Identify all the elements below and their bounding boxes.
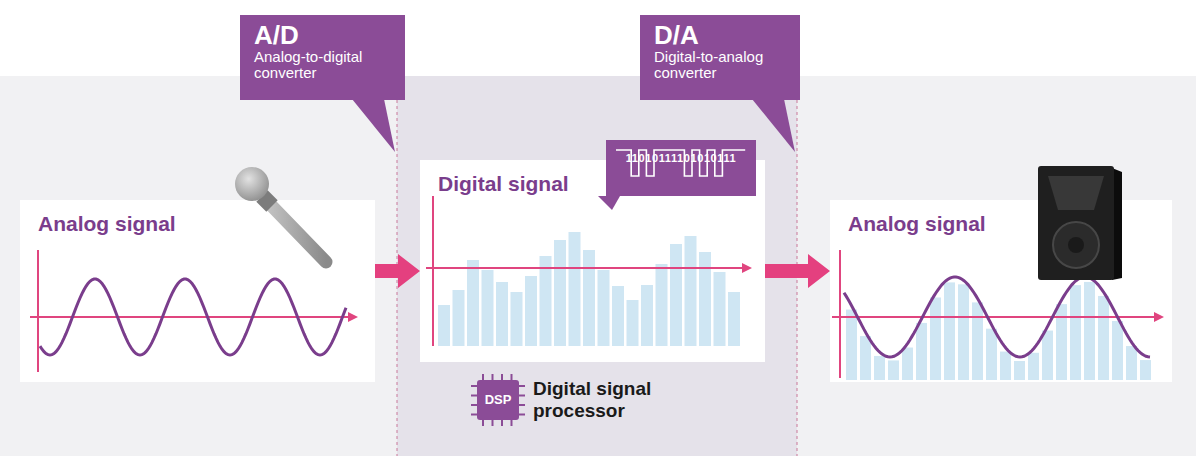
sample-bar: [714, 272, 726, 346]
sample-bar: [598, 270, 610, 346]
sample-bar: [612, 286, 624, 346]
sample-bar: [656, 264, 668, 346]
sample-bar: [888, 360, 899, 380]
background-band: [0, 76, 1196, 456]
speaker: [1038, 166, 1122, 280]
sample-bar: [930, 297, 941, 380]
bits-box: [606, 140, 756, 196]
node-title: Analog signal: [38, 212, 176, 236]
sample-bar: [438, 305, 450, 346]
sample-bar: [986, 329, 997, 380]
sample-bar: [972, 302, 983, 380]
sample-bar: [685, 236, 697, 346]
sample-bar: [1056, 304, 1067, 380]
node-title: A/D: [254, 21, 393, 49]
sample-bar: [846, 310, 857, 380]
sample-bar: [525, 276, 537, 346]
sample-bar: [1140, 360, 1151, 380]
signal-panel: Analog signal: [20, 200, 375, 382]
sample-bar: [1084, 282, 1095, 380]
sample-bar: [467, 260, 479, 346]
sample-bar: [1014, 361, 1025, 380]
sample-bar: [627, 300, 639, 346]
sample-bar: [728, 292, 740, 346]
dsp-chip: [471, 374, 525, 426]
sample-bar: [699, 252, 711, 346]
sample-bar: [641, 285, 653, 346]
sample-bar: [583, 250, 595, 346]
sample-bar: [860, 336, 871, 380]
dsp-region: [397, 76, 797, 456]
sample-bar: [1000, 352, 1011, 380]
analog-wave: [40, 279, 346, 355]
node-title: Analog signal: [848, 212, 986, 236]
converter-callout: D/ADigital-to-analog converter: [640, 15, 800, 100]
signal-panel: Digital signal11010111101010111: [420, 160, 765, 362]
callout-pointer: [352, 99, 395, 152]
waveforms: [40, 277, 1150, 357]
sample-bar: [1042, 331, 1053, 380]
flow-arrow: [765, 254, 830, 288]
sample-bar: [496, 282, 508, 346]
sample-bar: [453, 290, 465, 346]
sample-bar: [1098, 296, 1109, 380]
sample-bar: [958, 284, 969, 380]
sample-bar: [916, 323, 927, 380]
sample-bar: [569, 232, 581, 346]
sample-bar: [1028, 353, 1039, 380]
binary-callout: 11010111101010111: [606, 140, 756, 196]
bits-pointer: [598, 196, 620, 210]
axes: [30, 196, 1158, 378]
sample-bar: [1070, 285, 1081, 380]
sample-bar: [1112, 321, 1123, 380]
converter-callout: A/DAnalog-to-digital converter: [240, 15, 405, 100]
node-title: 11010111101010111: [606, 152, 756, 191]
node-title: Digital signal: [438, 172, 569, 196]
sample-bar: [874, 356, 885, 380]
panel-ground: [20, 200, 375, 382]
sample-bar: [482, 270, 494, 346]
analog-wave: [844, 277, 1150, 357]
sample-bar: [670, 244, 682, 346]
flow-arrow: [375, 254, 420, 288]
sample-bar: [944, 282, 955, 380]
node-label: Digital-to-analog converter: [654, 49, 788, 81]
node-label: Analog-to-digital converter: [254, 49, 393, 81]
sample-bar: [554, 240, 566, 346]
signal-panel: Analog signal: [830, 200, 1172, 382]
callout-pointer: [752, 99, 795, 152]
sample-bar: [902, 348, 913, 380]
node-label: Digital signal processor: [533, 378, 703, 422]
microphone: [235, 167, 326, 262]
dsp-chip: DSP Digital signal processor: [475, 376, 725, 426]
sample-bar: [511, 292, 523, 346]
sample-bar: [540, 256, 552, 346]
node-title: DSP: [477, 380, 519, 420]
node-title: D/A: [654, 21, 788, 49]
sample-bar: [1126, 346, 1137, 380]
